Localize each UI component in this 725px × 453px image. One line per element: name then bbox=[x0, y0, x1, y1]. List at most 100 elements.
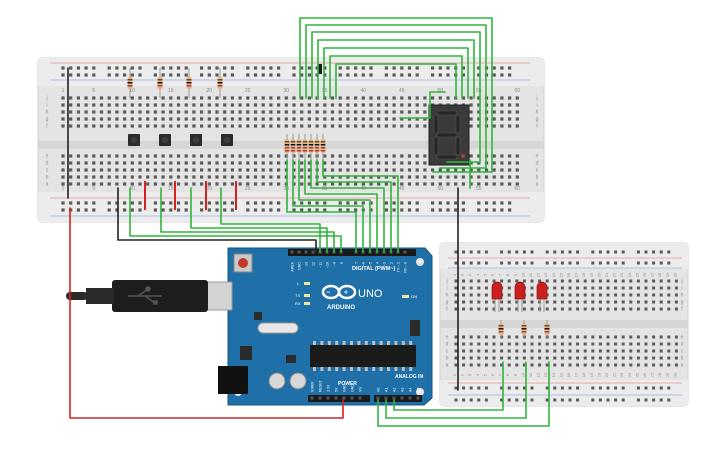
column-number: 45 bbox=[399, 186, 405, 192]
rail-hole bbox=[400, 73, 404, 77]
hole bbox=[621, 307, 625, 311]
rail-hole bbox=[392, 66, 396, 70]
hole bbox=[176, 182, 181, 186]
rail-hole bbox=[392, 208, 396, 212]
hole bbox=[446, 175, 450, 179]
seven-segment-display[interactable] bbox=[428, 104, 470, 166]
hole bbox=[200, 168, 204, 172]
hole bbox=[629, 279, 633, 283]
hole bbox=[652, 286, 656, 290]
hole bbox=[153, 175, 157, 179]
green-wire bbox=[310, 159, 385, 253]
hole bbox=[484, 342, 488, 346]
hole bbox=[338, 117, 342, 121]
rail-hole bbox=[659, 261, 663, 265]
hole bbox=[377, 182, 381, 186]
pin-label: TX→1 bbox=[397, 262, 401, 272]
rail-hole bbox=[644, 386, 648, 390]
rail-hole bbox=[161, 66, 165, 70]
pin-label: A2 bbox=[393, 388, 397, 392]
chip-leg bbox=[394, 367, 398, 371]
hole bbox=[269, 182, 273, 186]
rail-hole bbox=[200, 73, 204, 77]
header-pin bbox=[392, 396, 396, 400]
hole bbox=[515, 307, 519, 311]
rail-hole bbox=[138, 66, 142, 70]
hole bbox=[614, 279, 618, 283]
resistor-band bbox=[320, 147, 326, 149]
hole bbox=[492, 342, 496, 346]
hole bbox=[568, 335, 572, 339]
rail-hole bbox=[61, 208, 65, 212]
rail-hole bbox=[130, 201, 134, 205]
hole bbox=[667, 293, 671, 297]
rail-hole bbox=[123, 208, 127, 212]
hole bbox=[84, 110, 88, 114]
hole bbox=[253, 175, 258, 179]
hole bbox=[530, 307, 534, 311]
hole bbox=[576, 307, 580, 311]
rail-hole bbox=[446, 73, 450, 77]
hole bbox=[591, 293, 595, 297]
hole bbox=[169, 161, 173, 165]
hole bbox=[598, 363, 602, 367]
hole bbox=[115, 182, 119, 186]
hole bbox=[644, 349, 648, 353]
hole bbox=[292, 117, 296, 121]
hole bbox=[123, 175, 127, 179]
wires bbox=[67, 17, 550, 427]
hole bbox=[76, 103, 80, 107]
hole bbox=[369, 182, 373, 186]
hole bbox=[576, 363, 580, 367]
hole bbox=[246, 168, 250, 172]
pin-label: 13 bbox=[305, 262, 309, 266]
hole bbox=[415, 110, 419, 114]
segment bbox=[455, 136, 461, 156]
hole bbox=[492, 96, 496, 100]
hole bbox=[508, 96, 512, 100]
hole bbox=[361, 175, 365, 179]
rail-hole bbox=[153, 208, 157, 212]
row-letter: a bbox=[446, 363, 449, 369]
column-number: 14 bbox=[551, 372, 556, 377]
hole bbox=[636, 279, 640, 283]
hole bbox=[500, 175, 504, 179]
hole bbox=[400, 96, 404, 100]
hole bbox=[477, 363, 481, 367]
row-letter: c bbox=[446, 349, 449, 355]
red-led bbox=[536, 281, 548, 300]
column-number: 35 bbox=[322, 186, 328, 192]
rail-hole bbox=[500, 398, 504, 402]
rail-hole bbox=[659, 386, 663, 390]
small-breadboard[interactable]: 1122334455667788991010111112121313141415… bbox=[439, 242, 689, 407]
rail-hole bbox=[438, 208, 442, 212]
hole bbox=[153, 96, 157, 100]
hole bbox=[392, 175, 396, 179]
hole bbox=[84, 182, 88, 186]
hole bbox=[161, 161, 165, 165]
rail-hole bbox=[644, 261, 648, 265]
on-led bbox=[402, 295, 409, 298]
rail-hole bbox=[323, 66, 327, 70]
hole bbox=[583, 307, 587, 311]
rail-hole bbox=[545, 250, 549, 254]
hole bbox=[515, 161, 519, 165]
hole bbox=[284, 124, 288, 128]
hole bbox=[659, 279, 663, 283]
hole bbox=[492, 307, 496, 311]
resistor-band bbox=[308, 141, 314, 143]
hole bbox=[621, 286, 625, 290]
rail-hole bbox=[92, 208, 96, 212]
rail-hole bbox=[560, 386, 564, 390]
rail-hole bbox=[667, 398, 671, 402]
rail-hole bbox=[492, 208, 496, 212]
hole bbox=[300, 96, 304, 100]
reset-button-cap[interactable] bbox=[238, 258, 248, 268]
hole bbox=[261, 124, 265, 128]
rail-hole bbox=[484, 208, 489, 212]
hole bbox=[307, 124, 311, 128]
rail-hole bbox=[415, 201, 419, 205]
hole bbox=[192, 175, 196, 179]
